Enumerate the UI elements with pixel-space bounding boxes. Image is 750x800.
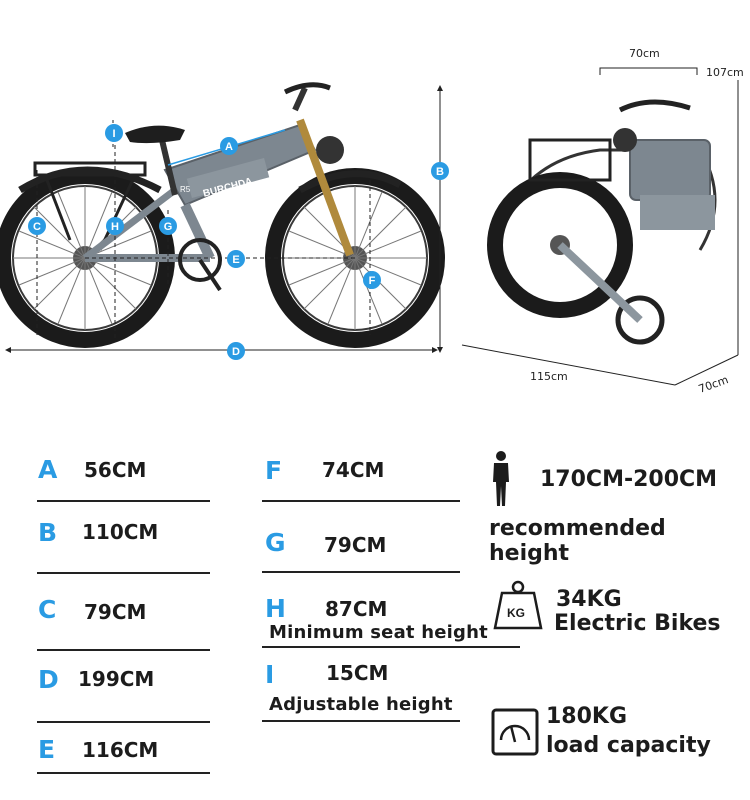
spec-value-i: 15CM [326, 661, 389, 685]
spec-letter-e: E [38, 735, 56, 764]
marker-c: C [28, 217, 46, 235]
svg-text:G: G [164, 221, 173, 233]
marker-h: H [106, 217, 124, 235]
bike-diagram: BURCHDA R5 [0, 47, 744, 396]
spec-value-g: 79CM [324, 533, 387, 557]
load-value: 180KG [546, 704, 628, 729]
folded-top-width-label: 70cm [629, 47, 660, 60]
divider [37, 721, 210, 723]
height-range: 170CM-200CM [540, 467, 718, 492]
spec-value-d: 199CM [78, 667, 155, 691]
person-icon [493, 451, 509, 506]
spec-value-h: 87CM [325, 597, 388, 621]
marker-i: I [105, 124, 123, 142]
spec-letter-i: I [265, 660, 275, 689]
spec-value-f: 74CM [322, 458, 385, 482]
svg-text:E: E [232, 254, 239, 266]
unfolded-bike: BURCHDA R5 [0, 82, 449, 360]
bike-illustration: BURCHDA R5 [0, 67, 739, 386]
spec-value-e: 116CM [82, 738, 159, 762]
svg-text:D: D [232, 346, 240, 358]
folded-bike [461, 67, 739, 386]
spec-note-h: Minimum seat height [269, 622, 488, 643]
svg-text:H: H [111, 221, 119, 233]
gauge-icon [491, 708, 539, 756]
svg-text:B: B [436, 166, 444, 178]
folded-height-label: 107cm [706, 66, 744, 79]
weight-value: 34KG [556, 587, 622, 612]
height-label: recommended height [489, 516, 666, 566]
marker-d: D [227, 342, 245, 360]
svg-text:C: C [33, 221, 41, 233]
spec-letter-c: C [38, 595, 57, 624]
divider [37, 772, 210, 774]
marker-e: E [227, 250, 245, 268]
marker-b: B [431, 162, 449, 180]
spec-letter-d: D [38, 665, 59, 694]
weight-label: Electric Bikes [554, 611, 721, 636]
folded-length-label: 115cm [530, 370, 568, 383]
spec-letter-b: B [38, 518, 58, 547]
divider [262, 646, 520, 648]
spec-letter-g: G [265, 528, 286, 557]
marker-f: F [363, 271, 381, 289]
divider [37, 572, 210, 574]
weight-icon-text: KG [507, 606, 525, 620]
spec-value-c: 79CM [84, 600, 147, 624]
spec-letter-a: A [38, 455, 58, 484]
divider [37, 649, 210, 651]
divider [262, 720, 460, 722]
marker-g: G [159, 217, 177, 235]
svg-text:I: I [112, 128, 115, 140]
spec-letter-f: F [265, 456, 283, 485]
spec-note-i: Adjustable height [269, 694, 453, 715]
divider [262, 571, 460, 573]
divider [37, 500, 210, 502]
divider [262, 500, 460, 502]
marker-a: A [220, 137, 238, 155]
svg-text:F: F [369, 275, 376, 287]
svg-text:A: A [225, 141, 233, 153]
load-label: load capacity [546, 733, 711, 758]
spec-value-a: 56CM [84, 458, 147, 482]
spec-letter-h: H [265, 594, 286, 623]
weight-icon [493, 580, 543, 630]
model-logo: R5 [180, 185, 191, 194]
spec-value-b: 110CM [82, 520, 159, 544]
